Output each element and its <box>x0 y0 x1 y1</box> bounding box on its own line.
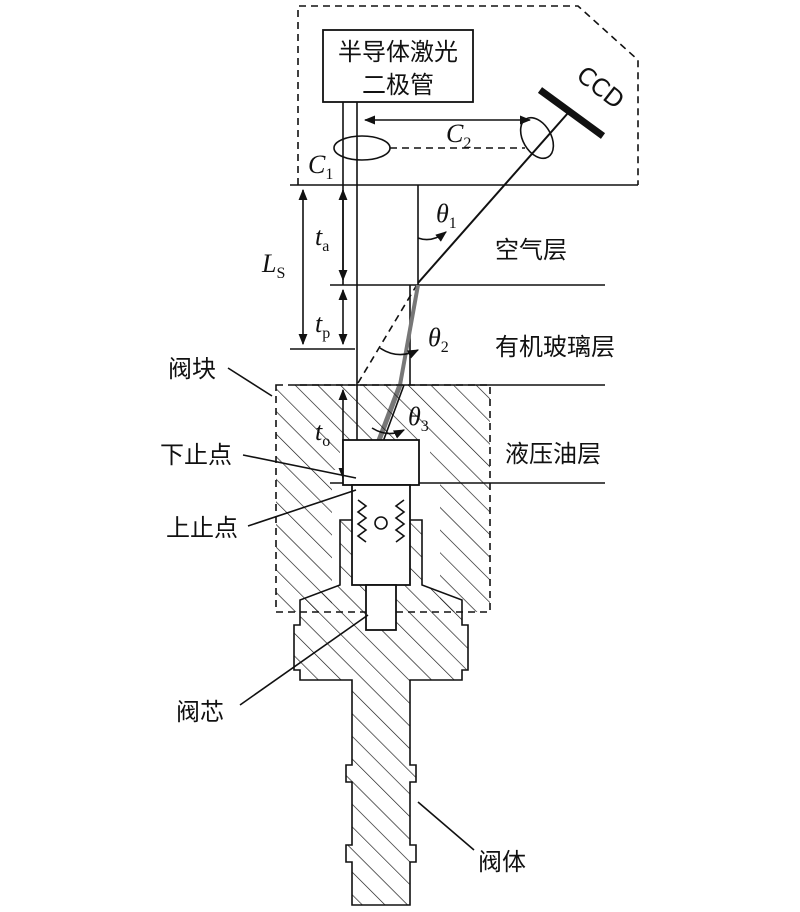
bdc-label: 下止点 <box>160 441 232 469</box>
glass-layer-label: 有机玻璃层 <box>495 333 615 361</box>
valve-body-leader <box>417 801 475 851</box>
theta1-arc <box>417 231 447 242</box>
ls-symbol: LS <box>261 249 285 282</box>
tdc-label: 上止点 <box>166 514 238 542</box>
valve-block-hatched <box>276 385 490 612</box>
ta-symbol: ta <box>315 222 329 255</box>
valve-body-label: 阀体 <box>478 848 526 876</box>
c1-symbol: C1 <box>308 150 333 183</box>
valve-block-label: 阀块 <box>168 355 216 383</box>
refracted-beam-glass <box>398 284 420 386</box>
theta2-arc <box>379 347 420 359</box>
tp-symbol: tp <box>315 309 330 342</box>
theta3-symbol: θ3 <box>408 402 429 435</box>
ccd-sensor-plate <box>537 87 606 139</box>
ccd-label: CCD <box>571 61 629 115</box>
valve-core-cup <box>342 439 420 486</box>
valve-core-stem <box>351 484 411 586</box>
reflected-beam-dash <box>357 282 419 384</box>
oil-layer-label: 液压油层 <box>505 440 601 468</box>
c2-symbol: C2 <box>446 119 471 152</box>
to-symbol: to <box>315 417 330 450</box>
valve-body <box>293 519 469 906</box>
laser-diode-box <box>322 29 474 103</box>
laser-label-line1: 半导体激光 <box>338 38 458 66</box>
tdc-leader <box>247 489 357 527</box>
valve-core-leader <box>239 614 369 706</box>
bdc-leader <box>242 454 357 479</box>
valve-core-label: 阀芯 <box>176 698 224 726</box>
air-layer-label: 空气层 <box>495 236 567 264</box>
reflected-beam <box>417 112 569 284</box>
theta1-symbol: θ1 <box>436 199 457 232</box>
theta2-symbol: θ2 <box>428 323 449 356</box>
laser-label-line2: 二极管 <box>362 71 434 99</box>
valve-spring <box>356 499 406 543</box>
sensor-housing-outline <box>297 5 639 185</box>
valve-core-tip <box>365 584 397 631</box>
valve-block-outline <box>275 384 491 613</box>
valve-block-leader <box>227 367 273 397</box>
valve-core-hole <box>374 516 388 530</box>
